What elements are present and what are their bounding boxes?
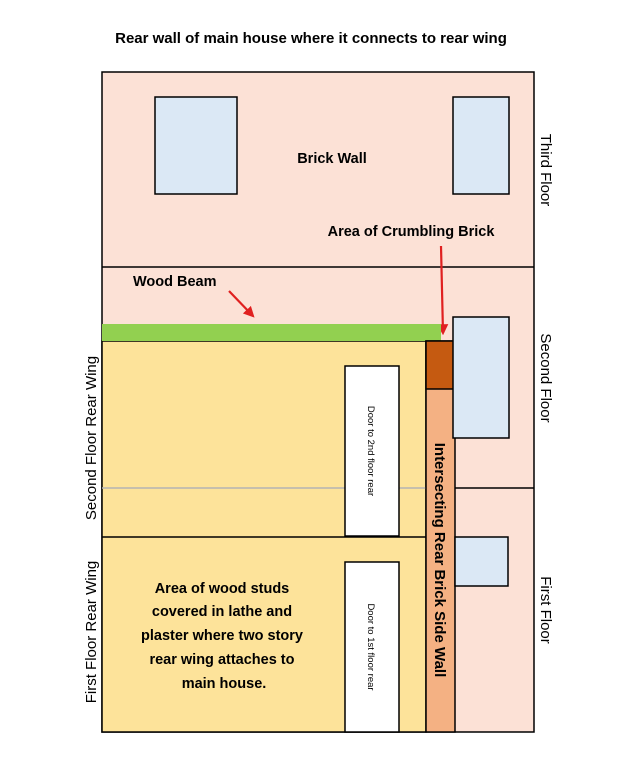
first-floor-rear-wing-label: First Floor Rear Wing xyxy=(83,561,100,704)
wood-beam-arrow xyxy=(228,290,255,318)
wood-studs-line: rear wing attaches to xyxy=(149,652,294,668)
wood-studs-line: main house. xyxy=(182,676,267,692)
wood-studs-line: plaster where two story xyxy=(141,628,303,644)
third-floor-label: Third Floor xyxy=(537,134,554,207)
wood-studs-line: covered in lathe and xyxy=(152,604,292,620)
first-floor-label: First Floor xyxy=(537,576,554,644)
door-1st-label: Door to 1st floor rear xyxy=(365,603,376,690)
crumbling-brick-arrow xyxy=(437,245,449,336)
second-floor-label: Second Floor xyxy=(537,333,554,422)
wood-studs-line: Area of wood studs xyxy=(155,581,290,597)
wood-beam-label: Wood Beam xyxy=(133,274,217,290)
door-2nd-label: Door to 2nd floor rear xyxy=(365,406,376,496)
intersecting-wall-label: Intersecting Rear Brick Side Wall xyxy=(431,443,448,678)
window-first-right xyxy=(454,536,509,587)
door-2nd-floor-rear xyxy=(344,365,400,537)
wood-studs-label: Area of wood studs covered in lathe and … xyxy=(141,581,307,692)
window-third-right xyxy=(452,96,510,195)
window-second-right xyxy=(452,316,510,439)
crumbling-brick-area xyxy=(425,340,456,390)
wood-beam xyxy=(102,324,441,341)
door-1st-floor-rear xyxy=(344,561,400,733)
crumbling-brick-label: Area of Crumbling Brick xyxy=(328,224,496,240)
window-third-left xyxy=(154,96,238,195)
second-floor-rear-wing-label: Second Floor Rear Wing xyxy=(83,356,100,520)
diagram-title: Rear wall of main house where it connect… xyxy=(115,30,507,47)
brick-wall-label: Brick Wall xyxy=(297,151,367,167)
